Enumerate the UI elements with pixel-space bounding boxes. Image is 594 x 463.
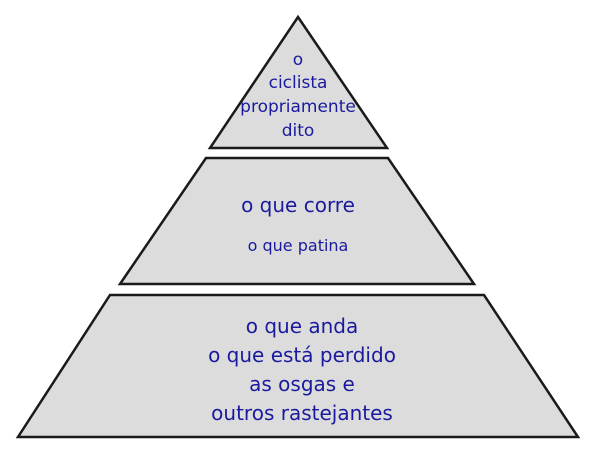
- tier-top-line-2: ciclista: [269, 73, 328, 93]
- tier-bottom-line-3: as osgas e: [249, 372, 355, 396]
- tier-bottom-line-2: o que está perdido: [208, 343, 396, 367]
- tier-bottom-line-1: o que anda: [246, 314, 359, 338]
- tier-middle-line-2: o que patina: [248, 236, 349, 255]
- pyramid-tier-middle: [117, 156, 477, 286]
- tier-top-line-1: o: [293, 50, 303, 70]
- tier-top-line-3: propriamente: [240, 97, 356, 117]
- tier-top-line-4: dito: [282, 121, 315, 141]
- tier-bottom-line-4: outros rastejantes: [211, 401, 393, 425]
- tier-middle-line-1: o que corre: [241, 193, 355, 217]
- pyramid-tier-top: [207, 14, 390, 150]
- pyramid-tier-bottom: [15, 293, 581, 439]
